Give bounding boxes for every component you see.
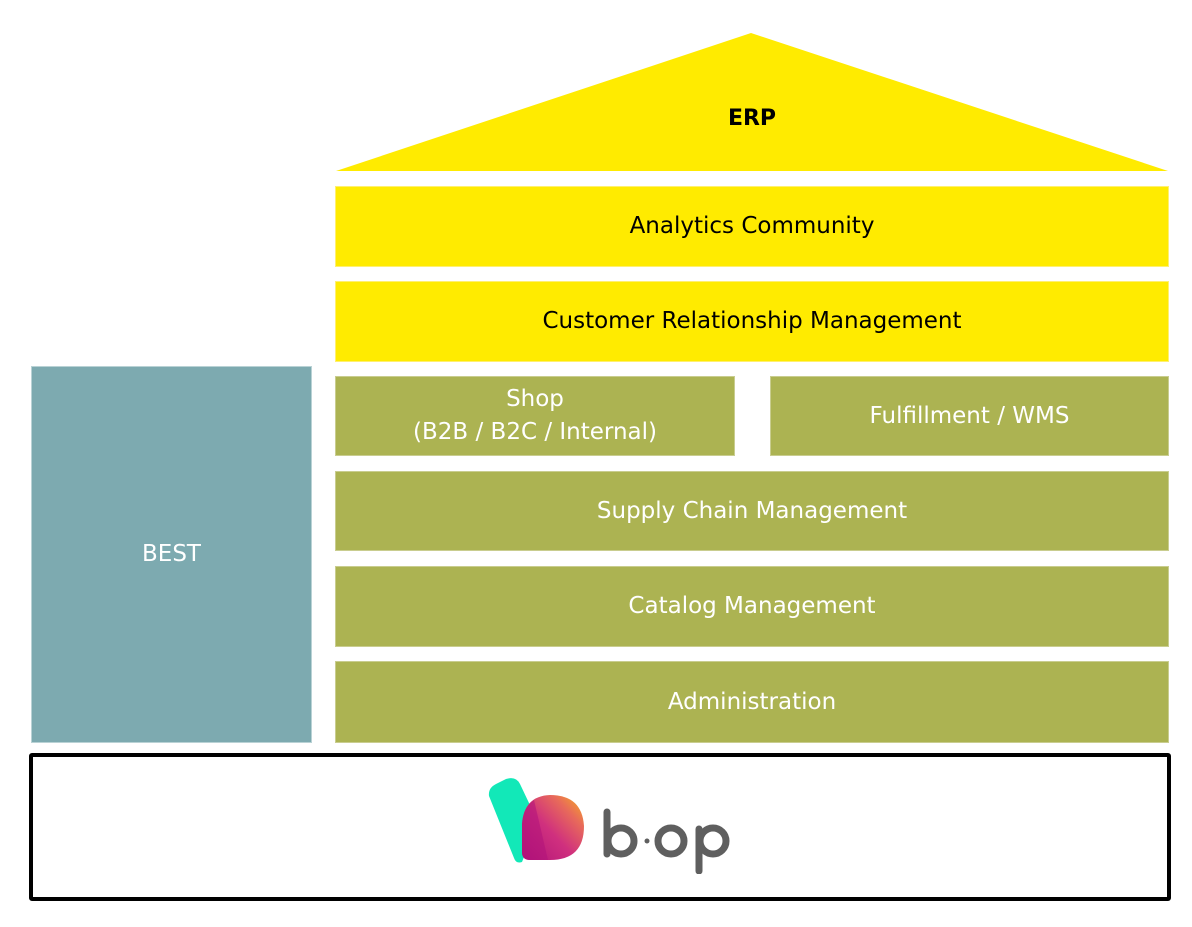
bop-logo-wordmark: [603, 808, 730, 874]
layer-analytics-community-label: Analytics Community: [629, 213, 875, 239]
layer-administration-label: Administration: [667, 688, 837, 715]
bop-logo-icon: [488, 778, 584, 863]
layer-shop: Shop (B2B / B2C / Internal): [335, 376, 735, 456]
layer-administration: Administration: [335, 661, 1169, 743]
layer-shop-subtitle: (B2B / B2C / Internal): [413, 419, 657, 445]
layer-crm-label: Customer Relationship Management: [542, 308, 962, 334]
erp-roof: [336, 33, 1168, 171]
layer-fulfillment-wms-label: Fulfillment / WMS: [869, 402, 1070, 429]
layer-shop-title: Shop: [506, 386, 564, 412]
erp-roof-shape: [336, 33, 1168, 171]
layer-fulfillment-wms: Fulfillment / WMS: [770, 376, 1169, 456]
layer-catalog-management-label: Catalog Management: [628, 593, 876, 619]
layer-scm-label: Supply Chain Management: [596, 497, 908, 524]
pillar-best-label: BEST: [142, 541, 201, 567]
erp-label: ERP: [727, 106, 777, 131]
layer-analytics-community: Analytics Community: [335, 186, 1169, 267]
pillar-best: BEST: [31, 366, 312, 743]
bop-logo: [488, 778, 730, 874]
foundation-box: [29, 753, 1171, 901]
layer-catalog-management: Catalog Management: [335, 566, 1169, 647]
layer-customer-relationship-management: Customer Relationship Management: [335, 281, 1169, 362]
layer-supply-chain-management: Supply Chain Management: [335, 471, 1169, 551]
